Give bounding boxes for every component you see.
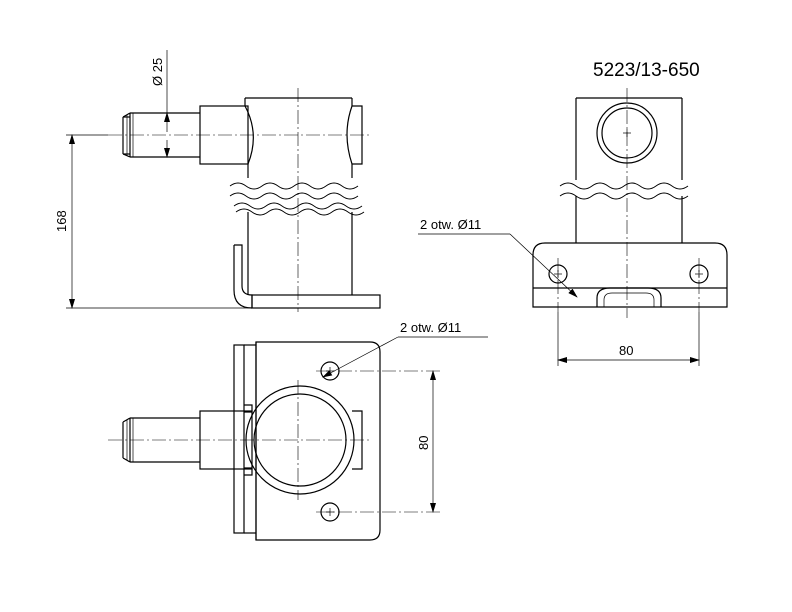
top-view bbox=[108, 341, 440, 541]
spacing-dimension-side: 80 bbox=[557, 312, 700, 366]
spacing-dimension-top: 80 bbox=[416, 370, 436, 513]
holes-callout-top: 2 otw. Ø11 bbox=[322, 320, 488, 378]
holes-label-top: 2 otw. Ø11 bbox=[400, 320, 461, 335]
height-dimension: 168 bbox=[54, 134, 252, 309]
holes-label-side: 2 otw. Ø11 bbox=[420, 217, 481, 232]
holes-callout-side: 2 otw. Ø11 bbox=[418, 217, 578, 298]
height-label: 168 bbox=[54, 210, 69, 232]
spacing-label-top: 80 bbox=[416, 436, 431, 450]
front-view bbox=[108, 88, 381, 312]
diameter-label: Ø 25 bbox=[150, 58, 165, 86]
side-view bbox=[532, 88, 728, 318]
diameter-dimension: Ø 25 bbox=[150, 50, 170, 158]
spacing-label-side: 80 bbox=[619, 343, 633, 358]
drawing-title: 5223/13-650 bbox=[593, 60, 700, 81]
